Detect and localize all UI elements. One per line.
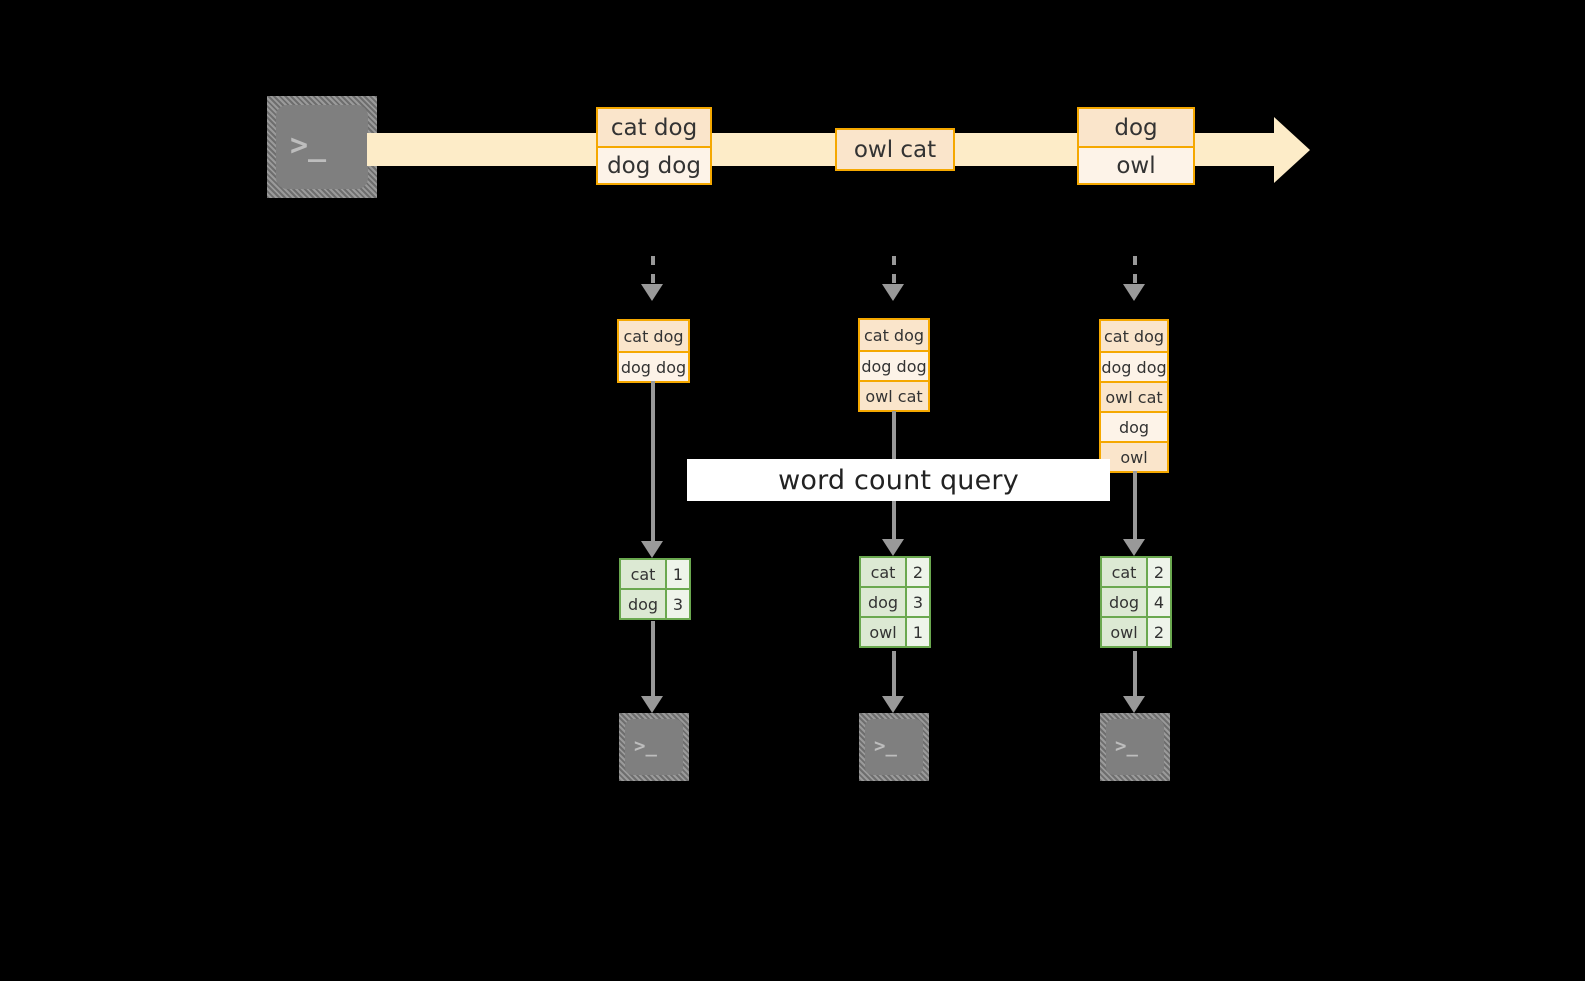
stream-record-3: dog owl — [1077, 107, 1195, 185]
input-row: dog dog — [860, 350, 928, 380]
result-table-2: cat 2 dog 3 owl 1 — [859, 556, 931, 648]
terminal-prompt-glyph: >_ — [290, 128, 327, 163]
result-value: 1 — [906, 616, 930, 647]
result-value: 4 — [1147, 586, 1171, 617]
stream-record-line: dog dog — [598, 146, 710, 183]
terminal-prompt-glyph: >_ — [1115, 735, 1138, 757]
result-key: dog — [1101, 586, 1148, 617]
input-row: dog dog — [1101, 351, 1167, 381]
sink-terminal-icon-2: >_ — [859, 713, 929, 781]
terminal-screen: >_ — [625, 719, 683, 775]
stream-record-line: dog — [1079, 109, 1193, 146]
stream-record-line: owl — [1079, 146, 1193, 183]
result-value: 2 — [1147, 616, 1171, 647]
table-row: cat 2 — [860, 557, 930, 587]
input-row: owl cat — [1101, 381, 1167, 411]
table-row: owl 2 — [1101, 616, 1171, 647]
terminal-screen: >_ — [276, 105, 368, 189]
input-row: owl — [1101, 441, 1167, 471]
result-to-sink-line-3 — [1133, 651, 1137, 696]
input-to-result-arrowhead-1 — [641, 541, 663, 558]
input-to-result-line-3 — [1133, 471, 1137, 539]
result-table-3: cat 2 dog 4 owl 2 — [1100, 556, 1172, 648]
input-to-result-arrowhead-2 — [882, 539, 904, 556]
stream-to-input-arrowhead-1 — [641, 284, 663, 301]
stream-to-input-dashed-3 — [1133, 256, 1137, 284]
result-value: 1 — [666, 559, 690, 589]
stream-to-input-arrowhead-2 — [882, 284, 904, 301]
input-row: dog — [1101, 411, 1167, 441]
input-row: cat dog — [619, 321, 688, 351]
result-to-sink-arrowhead-1 — [641, 696, 663, 713]
snapshot-input-stack-1: cat dog dog dog — [617, 319, 690, 383]
stream-to-input-arrowhead-3 — [1123, 284, 1145, 301]
result-to-sink-line-1 — [651, 621, 655, 696]
stream-record-1: cat dog dog dog — [596, 107, 712, 185]
query-label-banner: word count query — [687, 459, 1110, 501]
result-value: 2 — [1147, 557, 1171, 587]
result-key: cat — [1101, 557, 1148, 587]
sink-terminal-icon-1: >_ — [619, 713, 689, 781]
stream-record-line: owl cat — [837, 130, 953, 169]
result-to-sink-arrowhead-3 — [1123, 696, 1145, 713]
terminal-prompt-glyph: >_ — [874, 735, 897, 757]
input-row: owl cat — [860, 380, 928, 410]
table-row: owl 1 — [860, 616, 930, 647]
terminal-prompt-glyph: >_ — [634, 735, 657, 757]
snapshot-input-stack-2: cat dog dog dog owl cat — [858, 318, 930, 412]
table-row: dog 3 — [620, 588, 690, 619]
input-to-result-arrowhead-3 — [1123, 539, 1145, 556]
result-to-sink-arrowhead-2 — [882, 696, 904, 713]
terminal-screen: >_ — [865, 719, 923, 775]
result-key: dog — [620, 588, 667, 619]
query-label-text: word count query — [778, 464, 1019, 496]
input-row: dog dog — [619, 351, 688, 381]
stream-record-2: owl cat — [835, 128, 955, 171]
result-table-1: cat 1 dog 3 — [619, 558, 691, 620]
result-key: owl — [860, 616, 907, 647]
input-row: cat dog — [860, 320, 928, 350]
result-key: owl — [1101, 616, 1148, 647]
stream-to-input-dashed-2 — [892, 256, 896, 284]
source-terminal-icon: >_ — [267, 96, 377, 198]
input-to-result-line-1 — [651, 381, 655, 541]
input-row: cat dog — [1101, 321, 1167, 351]
terminal-screen: >_ — [1106, 719, 1164, 775]
result-key: dog — [860, 586, 907, 617]
result-key: cat — [620, 559, 667, 589]
table-row: cat 2 — [1101, 557, 1171, 587]
sink-terminal-icon-3: >_ — [1100, 713, 1170, 781]
result-value: 2 — [906, 557, 930, 587]
table-row: dog 4 — [1101, 586, 1171, 617]
result-value: 3 — [906, 586, 930, 617]
stream-arrow-head-icon — [1274, 117, 1310, 183]
stream-record-line: cat dog — [598, 109, 710, 146]
snapshot-input-stack-3: cat dog dog dog owl cat dog owl — [1099, 319, 1169, 473]
result-key: cat — [860, 557, 907, 587]
stream-to-input-dashed-1 — [651, 256, 655, 284]
result-value: 3 — [666, 588, 690, 619]
result-to-sink-line-2 — [892, 651, 896, 696]
table-row: cat 1 — [620, 559, 690, 589]
table-row: dog 3 — [860, 586, 930, 617]
